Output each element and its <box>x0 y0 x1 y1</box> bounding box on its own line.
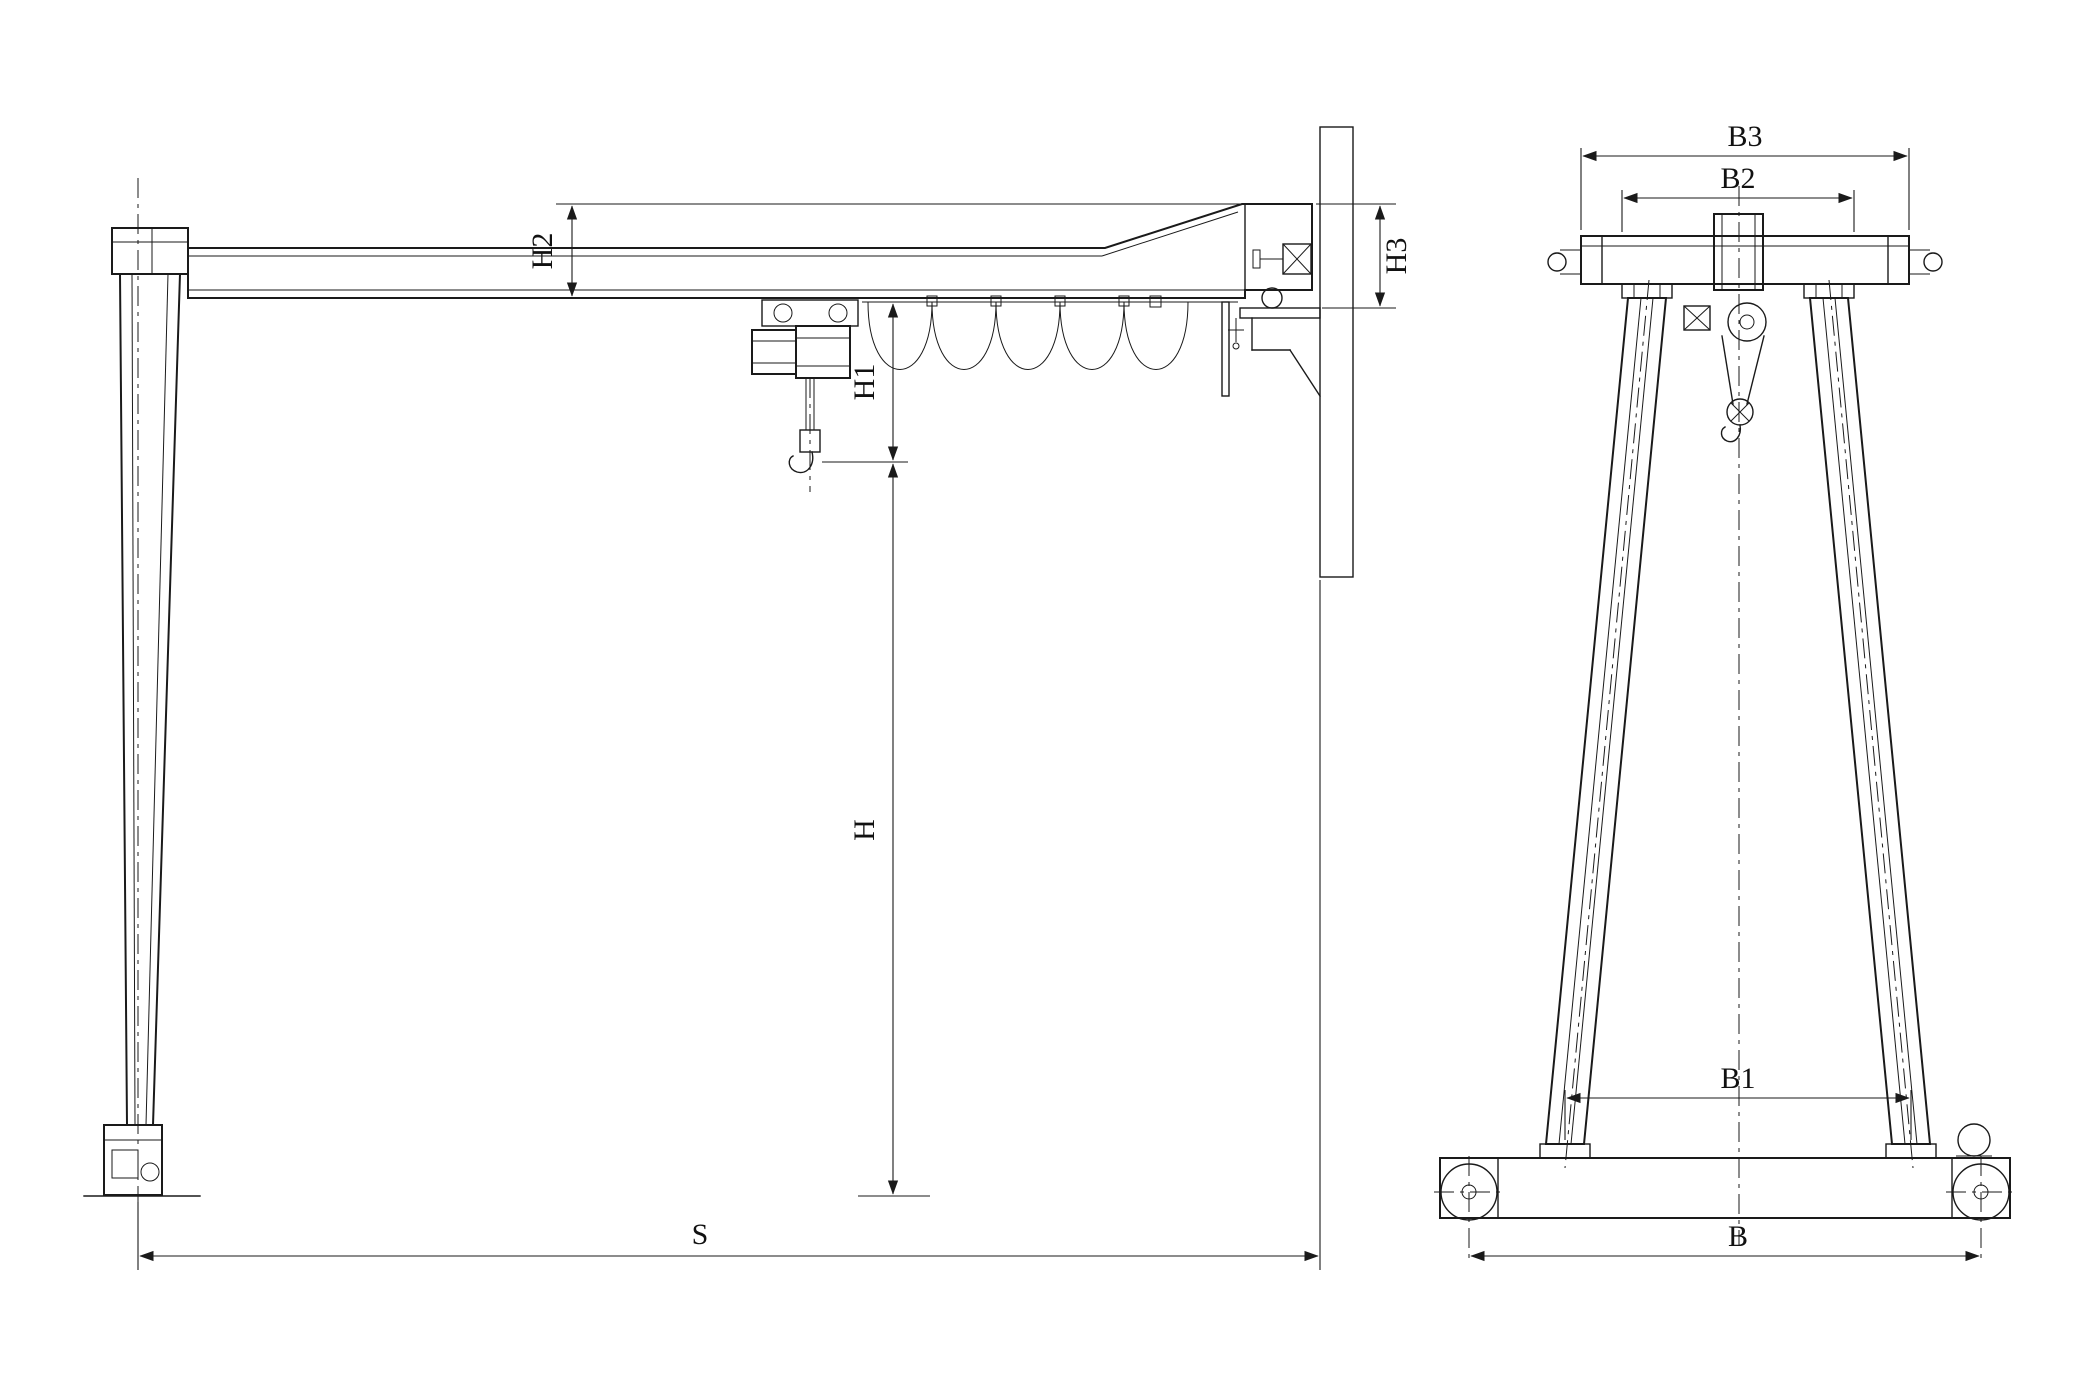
trolley-wheel <box>773 303 793 323</box>
hoist-end-view <box>1683 302 1767 443</box>
dimension-h1: H1 <box>822 303 908 463</box>
travel-motor <box>1957 1123 1991 1157</box>
hoist-drum <box>795 325 851 379</box>
end-view: B3 B2 B1 B <box>1434 120 2016 1264</box>
wall-hatch <box>1319 126 1354 578</box>
leg-centerline-right <box>1828 279 1914 1169</box>
main-girder <box>187 203 1313 299</box>
dim-label-b1: B1 <box>1720 1062 1755 1095</box>
hoist-trolley <box>751 299 859 379</box>
dim-label-s: S <box>692 1218 709 1251</box>
side-view: H2 H3 H1 H S <box>83 126 1413 1270</box>
dimension-h2: H2 <box>526 203 1240 299</box>
a-frame-leg-left <box>1544 297 1668 1145</box>
hoist-drum-end <box>1727 302 1767 342</box>
leg-top-flange-right <box>1803 283 1855 299</box>
dimension-h: H <box>848 463 930 1197</box>
leg-wheel <box>140 1162 160 1182</box>
dim-label-b2: B2 <box>1720 162 1755 195</box>
dimension-h3: H3 <box>1316 203 1413 309</box>
bottom-beam <box>1439 1157 2011 1219</box>
wall-rail <box>1239 307 1321 319</box>
hook-end-view <box>1720 424 1742 443</box>
dimension-b1: B1 <box>1564 1062 1912 1140</box>
leg-cap <box>111 227 189 275</box>
leg-centerline-left <box>1564 279 1650 1169</box>
dim-label-h3: H3 <box>1380 238 1413 275</box>
hoist-motor <box>751 329 797 375</box>
dimension-b3: B3 <box>1580 120 1910 230</box>
top-beam <box>1580 235 1910 285</box>
gantry-leg <box>118 273 182 1126</box>
dim-label-b3: B3 <box>1727 120 1762 153</box>
dim-label-h: H <box>848 819 881 841</box>
dimension-b: B <box>1470 1220 1980 1262</box>
leg-bogie <box>103 1124 163 1196</box>
trolley-wheel <box>828 303 848 323</box>
hook <box>788 451 814 474</box>
leg-bottom-flange-left <box>1539 1143 1591 1159</box>
dimension-b2: B2 <box>1621 162 1855 232</box>
dim-label-b: B <box>1728 1220 1748 1253</box>
dim-label-h1: H1 <box>848 364 881 401</box>
festoon-cable <box>862 295 1238 397</box>
guide-roller-left <box>1547 249 1581 275</box>
motor-brake <box>1252 249 1261 269</box>
dimension-s: S <box>137 580 1321 1270</box>
bogie-drive-block <box>111 1149 139 1179</box>
hook-block <box>799 429 821 453</box>
hoist-control-box <box>1683 305 1711 331</box>
cable-support-post <box>1221 301 1230 397</box>
wall-corbel <box>1251 317 1321 397</box>
guide-roller-right <box>1909 249 1943 275</box>
hook-assembly <box>788 378 821 492</box>
a-frame-leg-right <box>1808 297 1932 1145</box>
dim-label-h2: H2 <box>526 233 559 270</box>
